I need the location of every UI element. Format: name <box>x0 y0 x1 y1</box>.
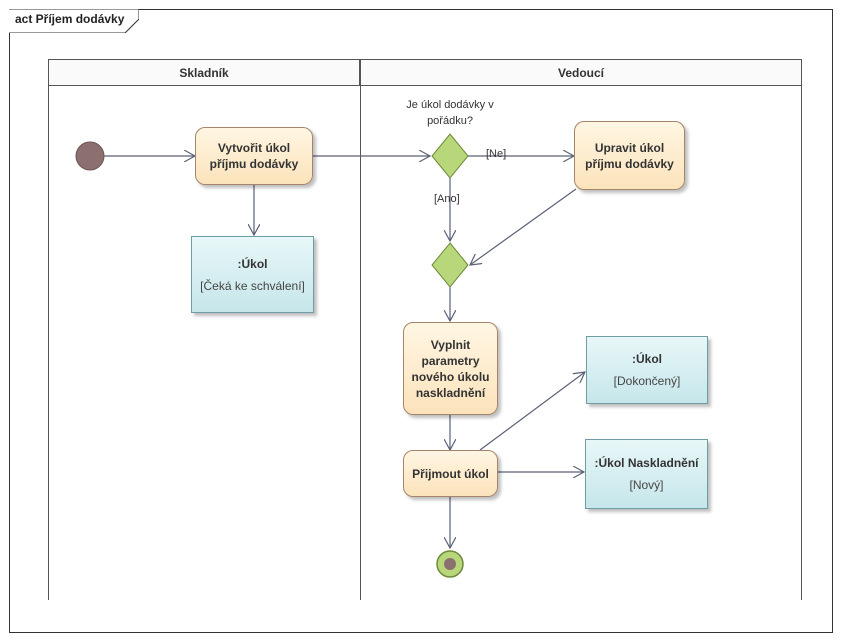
action-vytvorit-label: Vytvořit úkol příjmu dodávky <box>209 141 299 171</box>
object-ukol-naskladneni[interactable]: :Úkol Naskladnění [Nový] <box>585 439 708 509</box>
lane-divider-middle <box>360 59 361 600</box>
initial-node <box>75 141 105 171</box>
object-ukol-naskladneni-state: [Nový] <box>629 478 664 492</box>
frame-title: act Příjem dodávky <box>15 12 125 26</box>
final-node-inner <box>444 558 456 570</box>
action-vyplnit-label: Vyplnit parametry nového úkolu naskladně… <box>411 337 490 400</box>
frame-tab <box>9 9 139 33</box>
action-upravit-ukol[interactable]: Upravit úkol příjmu dodávky <box>574 121 685 190</box>
decision-question-line2: pořádku? <box>427 115 473 127</box>
object-ukol-dokonceny-state: [Dokončený] <box>613 374 681 388</box>
action-vytvorit-ukol[interactable]: Vytvořit úkol příjmu dodávky <box>195 127 313 185</box>
lane-header-vedouci[interactable]: Vedoucí <box>360 59 802 86</box>
action-prijmout-label: Přijmout úkol <box>412 466 489 481</box>
edge-upravit-to-merge <box>470 188 577 265</box>
action-prijmout-ukol[interactable]: Přijmout úkol <box>403 450 498 497</box>
action-upravit-label: Upravit úkol příjmu dodávky <box>585 140 674 171</box>
object-ukol-naskladneni-name: :Úkol Naskladnění <box>594 456 699 470</box>
lane-divider-left <box>48 59 49 600</box>
edge-prijmout-to-dokonceny <box>479 372 585 451</box>
object-ukol-dokonceny-name: :Úkol <box>632 352 662 366</box>
diagram-frame <box>9 9 833 633</box>
action-vyplnit-parametry[interactable]: Vyplnit parametry nového úkolu naskladně… <box>403 322 498 415</box>
decision-question-line1: Je úkol dodávky v <box>406 99 494 111</box>
merge-node <box>431 242 469 288</box>
guard-ano: [Ano] <box>434 193 460 205</box>
decision-node <box>431 133 469 179</box>
guard-ne: [Ne] <box>486 148 507 160</box>
object-ukol-ceka[interactable]: :Úkol [Čeká ke schválení] <box>191 236 314 313</box>
lane-header-skladnik[interactable]: Skladník <box>48 59 360 86</box>
object-ukol-ceka-state: [Čeká ke schválení] <box>200 278 305 293</box>
object-ukol-dokonceny[interactable]: :Úkol [Dokončený] <box>586 336 708 404</box>
decision-question: Je úkol dodávky v pořádku? <box>380 97 520 129</box>
lane-divider-right <box>801 59 802 600</box>
object-ukol-ceka-name: :Úkol <box>237 256 268 271</box>
